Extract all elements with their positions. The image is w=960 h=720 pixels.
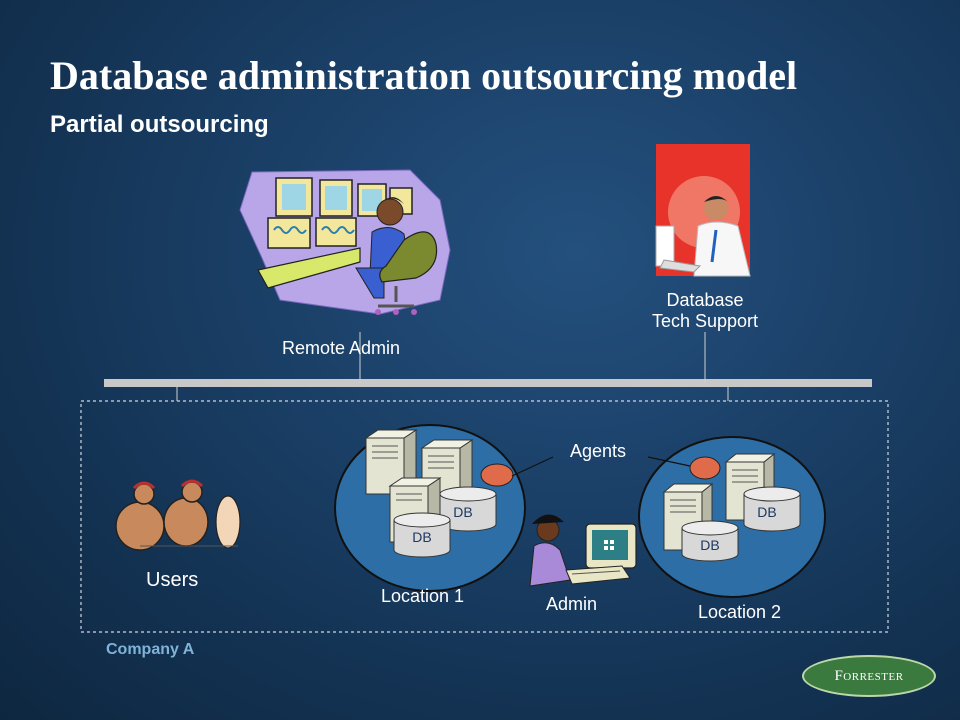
forrester-logo: Forrester xyxy=(802,655,936,697)
company-boundary xyxy=(80,400,889,633)
agent-pointer-location2 xyxy=(647,456,691,467)
database-icon: DB xyxy=(743,486,801,532)
admin-illustration xyxy=(529,514,637,587)
db-label: DB xyxy=(700,537,719,553)
tech-support-label-line1: Database xyxy=(666,290,744,310)
agent-icon xyxy=(480,463,514,487)
network-backbone xyxy=(104,379,872,387)
agents-label: Agents xyxy=(570,441,627,461)
company-label: Company A xyxy=(106,641,195,658)
tech-support-label: Database Tech Support xyxy=(630,290,780,332)
slide-subtitle: Partial outsourcing xyxy=(50,111,269,138)
users-illustration xyxy=(115,479,241,551)
slide-title: Database administration outsourcing mode… xyxy=(50,53,798,98)
forrester-logo-text: Forrester xyxy=(834,667,904,684)
location-1-label: Location 1 xyxy=(381,586,465,606)
location-2-site: DB DB xyxy=(638,436,826,598)
database-icon: DB xyxy=(393,512,451,558)
db-label: DB xyxy=(453,504,472,520)
database-icon: DB xyxy=(439,486,497,532)
location-1-site: DB DB xyxy=(334,424,526,592)
remote-admin-illustration xyxy=(239,169,451,315)
location-2-label: Location 2 xyxy=(698,602,782,622)
users-label: Users xyxy=(146,569,199,591)
tech-support-illustration xyxy=(655,144,751,277)
remote-admin-label: Remote Admin xyxy=(282,338,401,358)
database-icon: DB xyxy=(681,520,739,562)
agent-pointer-location1 xyxy=(511,456,554,477)
admin-label: Admin xyxy=(546,594,598,614)
db-label: DB xyxy=(412,529,431,545)
tech-support-label-line2: Tech Support xyxy=(651,311,759,331)
db-label: DB xyxy=(757,504,776,520)
agent-icon xyxy=(689,456,721,480)
